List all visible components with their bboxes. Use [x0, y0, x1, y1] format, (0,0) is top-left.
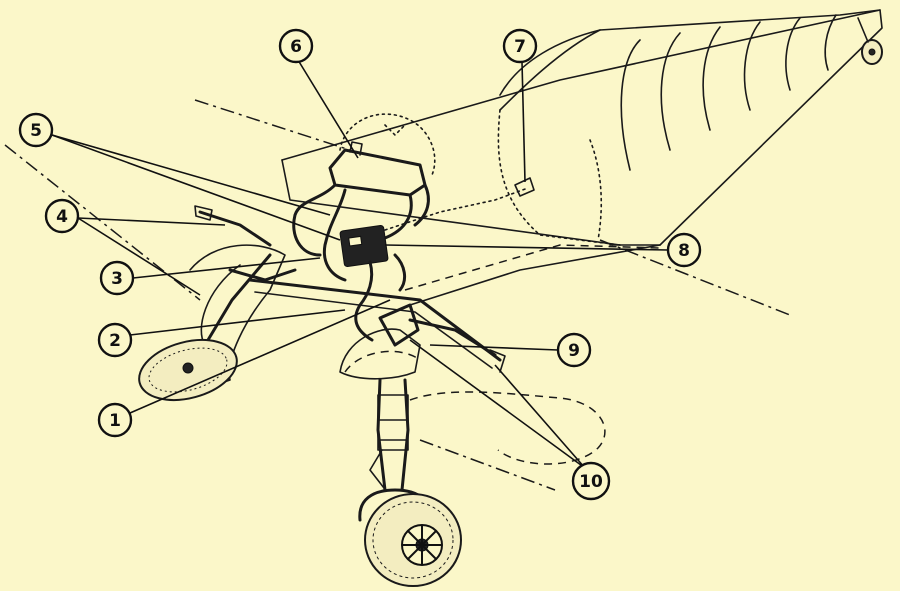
left-main-gear [138, 205, 297, 401]
callout-9: 9 [556, 332, 592, 368]
canopy-front-frame [499, 29, 601, 111]
fuselage-internal-frame [497, 109, 621, 246]
right-gear-bay-outline [409, 391, 606, 465]
valve-block-plate [348, 235, 363, 247]
canopy-rib-6 [824, 14, 837, 71]
right-oleo-leg-outer [376, 378, 387, 492]
left-upper-link [194, 205, 213, 221]
canopy-rib-4 [743, 21, 761, 111]
leader-lines [51, 59, 669, 469]
leader-4a [77, 217, 226, 226]
leader-5a [51, 134, 331, 216]
fuselage [281, 9, 883, 306]
right-oleo-sleeve [377, 394, 409, 451]
leader-8 [384, 244, 669, 251]
canopy-rib-3 [702, 26, 721, 131]
leader-3 [132, 257, 321, 279]
canopy-rib-1 [620, 39, 641, 171]
right-torque-link [369, 449, 385, 489]
fuselage-bulkhead [589, 139, 603, 241]
callout-6: 6 [278, 28, 314, 64]
callout-10: 10 [571, 461, 611, 501]
leader-10b [409, 339, 586, 469]
tail-wheel-hub [868, 48, 876, 56]
pipe-loop-1 [292, 183, 337, 257]
right-oleo-leg-inner [400, 378, 410, 492]
leader-2 [129, 309, 346, 336]
callout-2-text: 2 [109, 331, 121, 351]
left-jack-link [228, 268, 297, 282]
canopy-rib-2 [660, 32, 681, 151]
left-gear-leg [203, 253, 272, 347]
leader-10a [494, 364, 586, 469]
callout-1-text: 1 [109, 411, 121, 431]
callout-3-text: 3 [111, 269, 123, 289]
callout-5: 5 [18, 112, 54, 148]
reference-line-lower [419, 439, 556, 491]
cross-tube-inner [254, 291, 493, 369]
left-gear-door [200, 264, 241, 346]
callout-7-text: 7 [514, 37, 526, 57]
callout-5-text: 5 [30, 121, 42, 141]
hydraulic-system [248, 141, 535, 369]
leader-6 [297, 59, 359, 159]
pipe-right-gear-2 [393, 253, 407, 292]
callout-4-text: 4 [56, 207, 68, 227]
pilot-seat-outline [339, 113, 436, 176]
wheel-well-outline [344, 350, 421, 373]
right-main-gear [339, 303, 506, 587]
leader-7 [521, 61, 526, 183]
right-oleo-detail [379, 419, 407, 441]
canopy-rib-5 [785, 17, 801, 91]
wing-outlines [4, 99, 791, 491]
tail-wheel-strut [857, 17, 869, 43]
selector-valve-block [339, 225, 389, 267]
right-wing-planform [404, 244, 661, 291]
right-side-stay-end [489, 349, 506, 373]
reference-line-right [599, 239, 791, 316]
callout-2: 2 [97, 322, 133, 358]
callout-3: 3 [99, 260, 135, 296]
callout-8-text: 8 [678, 241, 690, 261]
fuselage-lower-line [409, 244, 661, 306]
left-wheel-hub [182, 362, 194, 374]
fuselage-side-line [281, 159, 621, 246]
callout-1: 1 [97, 402, 133, 438]
pipe-loop-3 [322, 188, 347, 282]
fuselage-top-edge [281, 9, 881, 161]
cross-tube [248, 278, 502, 362]
seat-back-detail [384, 124, 406, 137]
right-wheel-spokes [402, 525, 442, 565]
callout-8: 8 [666, 232, 702, 268]
left-wheel-tread [148, 347, 228, 393]
callout-7: 7 [502, 28, 538, 64]
leader-5b [51, 134, 341, 241]
leader-1 [129, 299, 391, 414]
pipe-to-right-gear [354, 260, 374, 342]
callout-10-text: 10 [579, 472, 603, 492]
hydraulic-tank [328, 148, 427, 197]
callout-4: 4 [44, 198, 80, 234]
reference-line-upper [194, 99, 351, 151]
canopy-outline [499, 9, 883, 246]
callout-9-text: 9 [568, 341, 580, 361]
pipe-loop-4 [413, 183, 430, 227]
right-wheel-tread [372, 501, 454, 579]
left-radius-rod [198, 210, 272, 247]
pipe-loop-2 [383, 193, 413, 240]
right-gear-top-mount [378, 303, 420, 347]
control-cable-chain [384, 187, 529, 231]
leader-9 [429, 344, 559, 351]
callout-6-text: 6 [290, 37, 302, 57]
leader-4b [77, 217, 201, 296]
right-gear-fairing [339, 328, 421, 380]
